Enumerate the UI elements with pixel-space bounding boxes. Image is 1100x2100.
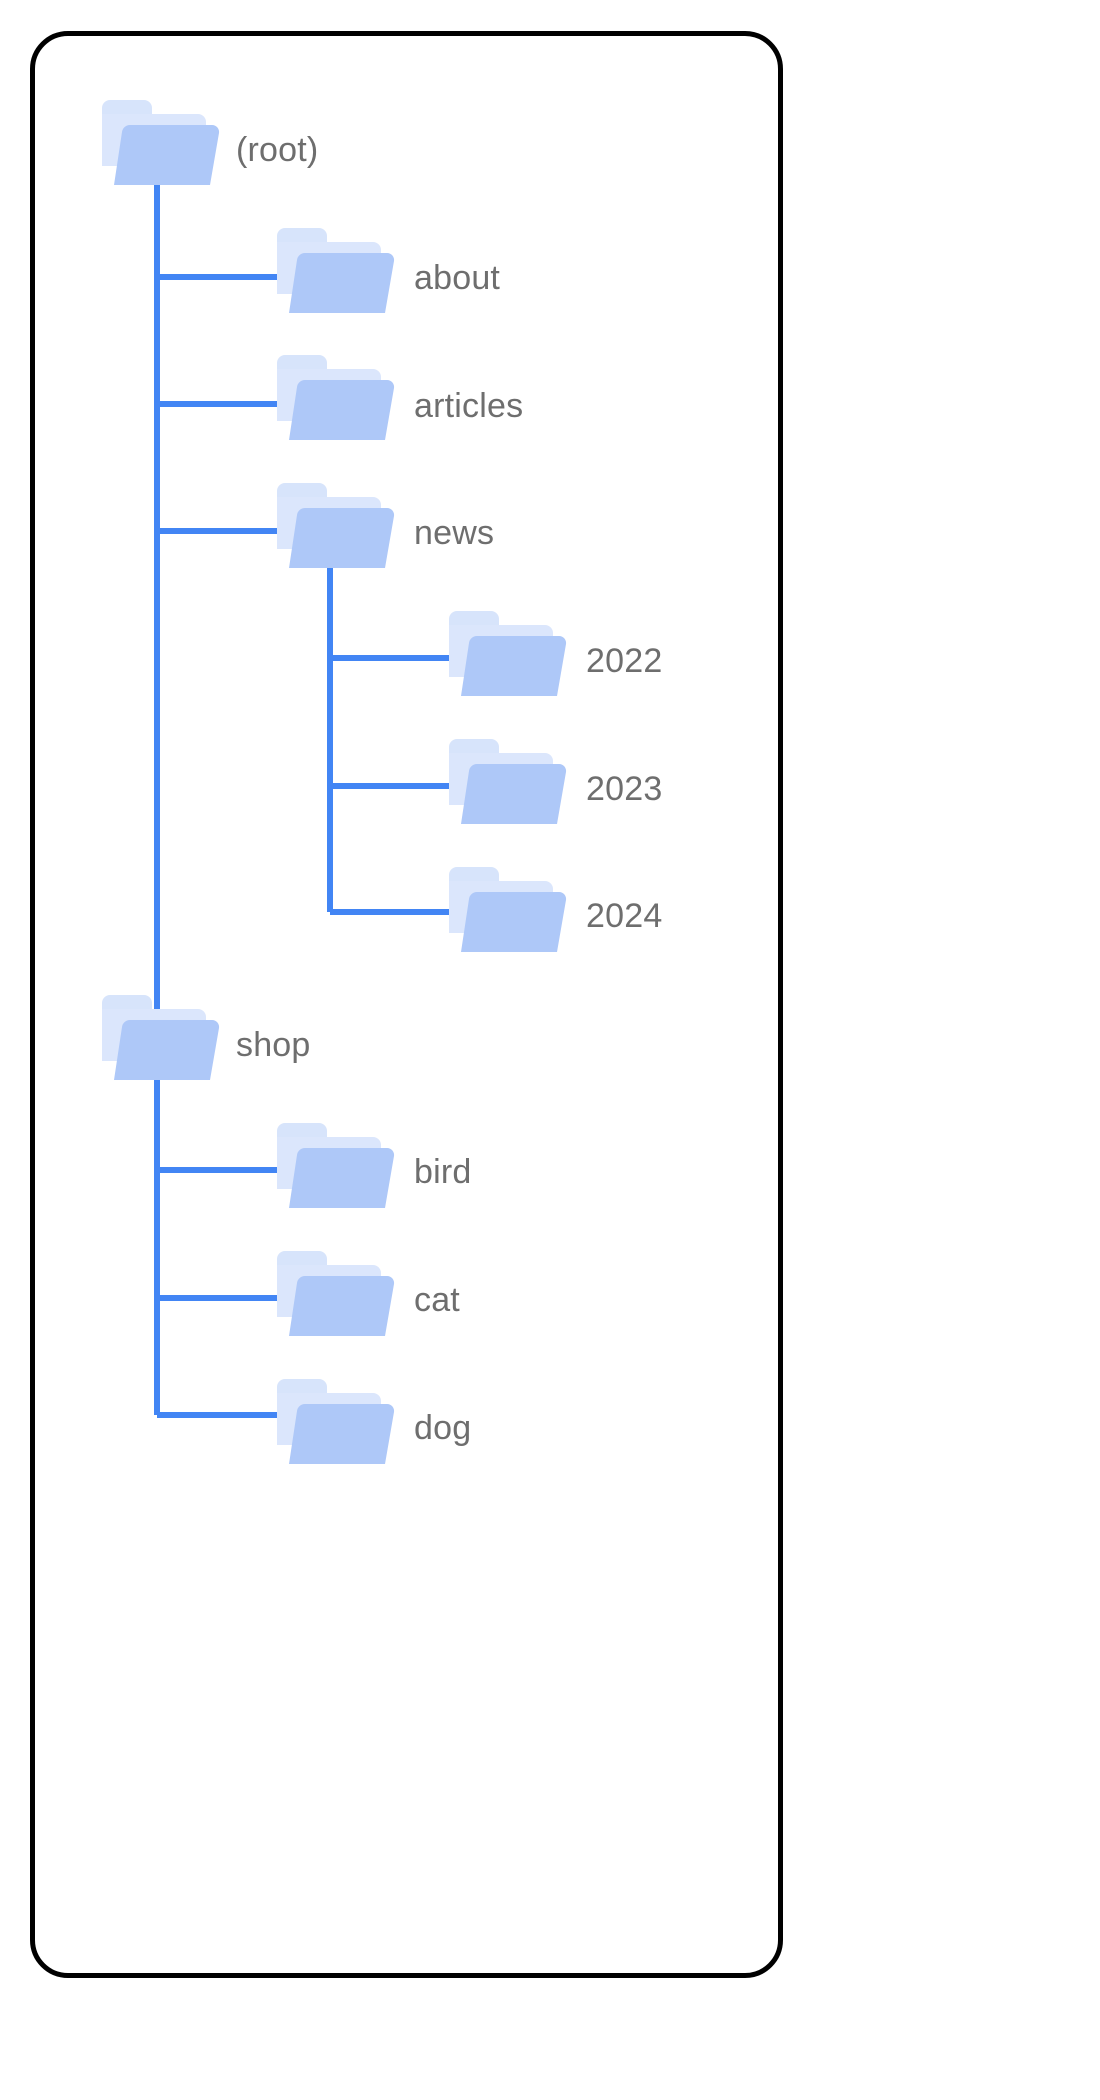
folder-icon-bird[interactable] (277, 1123, 395, 1208)
node-label-dog[interactable]: dog (414, 1409, 472, 1447)
node-label-about[interactable]: about (414, 259, 501, 297)
folder-icon-2024[interactable] (449, 867, 567, 952)
node-label-shop[interactable]: shop (236, 1026, 311, 1064)
node-label-root[interactable]: (root) (236, 131, 319, 169)
folder-icon-2023[interactable] (449, 739, 567, 824)
folder-icon-articles[interactable] (277, 355, 395, 440)
folder-icon-cat[interactable] (277, 1251, 395, 1336)
folder-icons (102, 100, 567, 1464)
folder-icon-root[interactable] (102, 100, 220, 185)
node-label-news[interactable]: news (414, 514, 495, 552)
connector-lines (154, 172, 460, 1418)
node-label-2022[interactable]: 2022 (586, 642, 663, 680)
node-label-2023[interactable]: 2023 (586, 770, 663, 808)
node-label-cat[interactable]: cat (414, 1281, 460, 1319)
node-label-2024[interactable]: 2024 (586, 897, 663, 935)
node-label-articles[interactable]: articles (414, 387, 524, 425)
folder-icon-about[interactable] (277, 228, 395, 313)
folder-icon-shop[interactable] (102, 995, 220, 1080)
folder-icon-2022[interactable] (449, 611, 567, 696)
folder-icon-dog[interactable] (277, 1379, 395, 1464)
folder-icon-news[interactable] (277, 483, 395, 568)
node-label-bird[interactable]: bird (414, 1153, 472, 1191)
